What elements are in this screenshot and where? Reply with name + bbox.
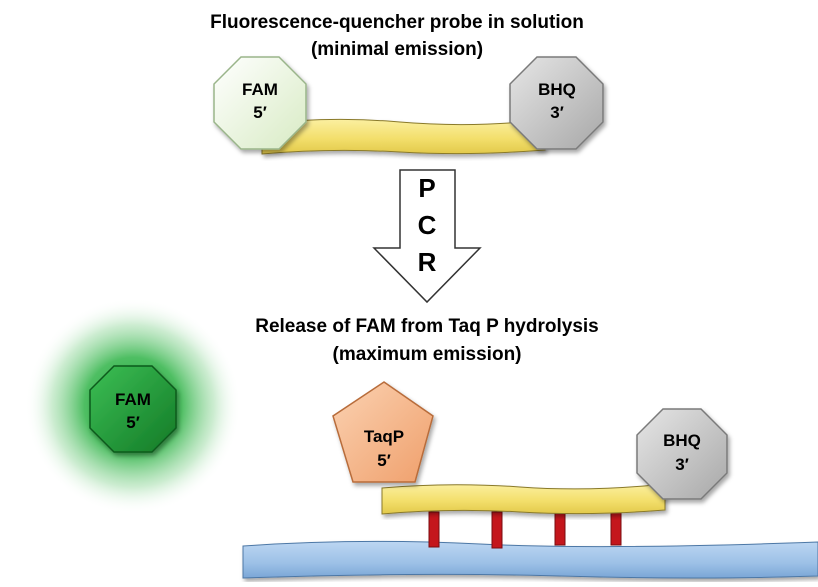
top-probe-strand <box>261 118 546 155</box>
bottom-bhq-octagon <box>636 408 728 500</box>
bond-3 <box>554 509 566 546</box>
top-bhq-octagon <box>509 56 604 150</box>
pcr-letter-p: P <box>418 173 435 203</box>
released-fam-end: 5′ <box>126 413 140 432</box>
top-fam-octagon <box>213 56 307 150</box>
top-bhq-quencher <box>509 56 604 150</box>
pcr-letter-r: R <box>418 247 437 277</box>
released-fam-octagon <box>89 365 177 453</box>
top-bhq-end: 3′ <box>550 103 564 122</box>
base-pair-bonds <box>428 509 622 549</box>
top-fam-end: 5′ <box>253 103 267 122</box>
top-bhq-name: BHQ <box>538 80 576 99</box>
taqp-end: 5′ <box>377 451 391 470</box>
bond-4 <box>610 509 622 546</box>
top-title-line1: Fluorescence-quencher probe in solution <box>210 12 584 33</box>
bond-1 <box>428 511 440 548</box>
top-fam-name: FAM <box>242 80 278 99</box>
bottom-bhq-end: 3′ <box>675 455 689 474</box>
bottom-bhq-quencher <box>636 408 728 500</box>
taqp-pentagon <box>332 381 434 483</box>
released-fam-reporter <box>89 365 177 453</box>
top-title-line2: (minimal emission) <box>311 39 483 60</box>
bottom-title-line1: Release of FAM from Taq P hydrolysis <box>255 316 599 337</box>
top-fam-reporter <box>213 56 307 150</box>
pcr-letter-c: C <box>418 210 437 240</box>
bottom-probe-strand <box>381 483 666 515</box>
taqp-name: TaqP <box>364 427 404 446</box>
released-fam-name: FAM <box>115 390 151 409</box>
pcr-down-arrow <box>372 169 482 304</box>
bond-2 <box>491 511 503 549</box>
template-strand <box>242 540 818 579</box>
bottom-title-line2: (maximum emission) <box>333 344 522 365</box>
bottom-bhq-name: BHQ <box>663 431 701 450</box>
taqp-polymerase <box>332 381 434 483</box>
